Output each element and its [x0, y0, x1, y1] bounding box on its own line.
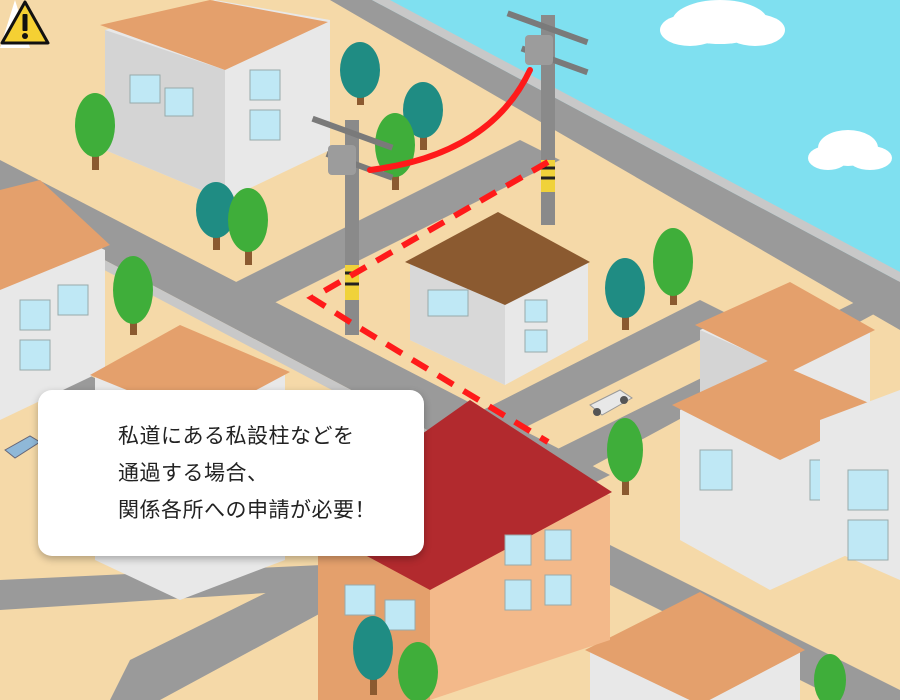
house-center [405, 212, 590, 385]
utility-pole-right [506, 10, 589, 225]
tree-icon [353, 616, 393, 695]
tree-icon [113, 256, 153, 335]
callout-line: 通過する場合、 [118, 461, 269, 485]
tree-icon [375, 113, 415, 190]
callout-message: 私道にある私設柱などを 通過する場合、 関係各所への申請が必要！ [118, 418, 418, 529]
car-icon [589, 389, 633, 416]
cloud-icon [660, 0, 785, 46]
callout-line: 私道にある私設柱などを [118, 424, 355, 448]
tree-icon [75, 93, 115, 170]
tree-icon [228, 188, 268, 265]
callout-line: 関係各所への申請が必要！ [118, 498, 376, 522]
house-top-left [100, 0, 330, 200]
tree-icon [605, 258, 645, 330]
tree-icon [653, 228, 693, 305]
tree-icon [403, 82, 443, 150]
cloud-icon [808, 130, 892, 170]
tree-icon [814, 654, 846, 700]
tree-icon [196, 182, 236, 250]
tree-icon [398, 642, 438, 700]
wire-dashed [306, 159, 550, 445]
warning-triangle-icon [0, 0, 50, 45]
tree-icon [340, 42, 380, 105]
wire-solid [367, 67, 533, 173]
tree-icon [607, 418, 643, 495]
car-icon [4, 435, 41, 459]
houses-right [672, 282, 900, 590]
house-bottom-right [585, 592, 805, 700]
house-left [0, 180, 110, 420]
warning-callout [38, 390, 424, 556]
